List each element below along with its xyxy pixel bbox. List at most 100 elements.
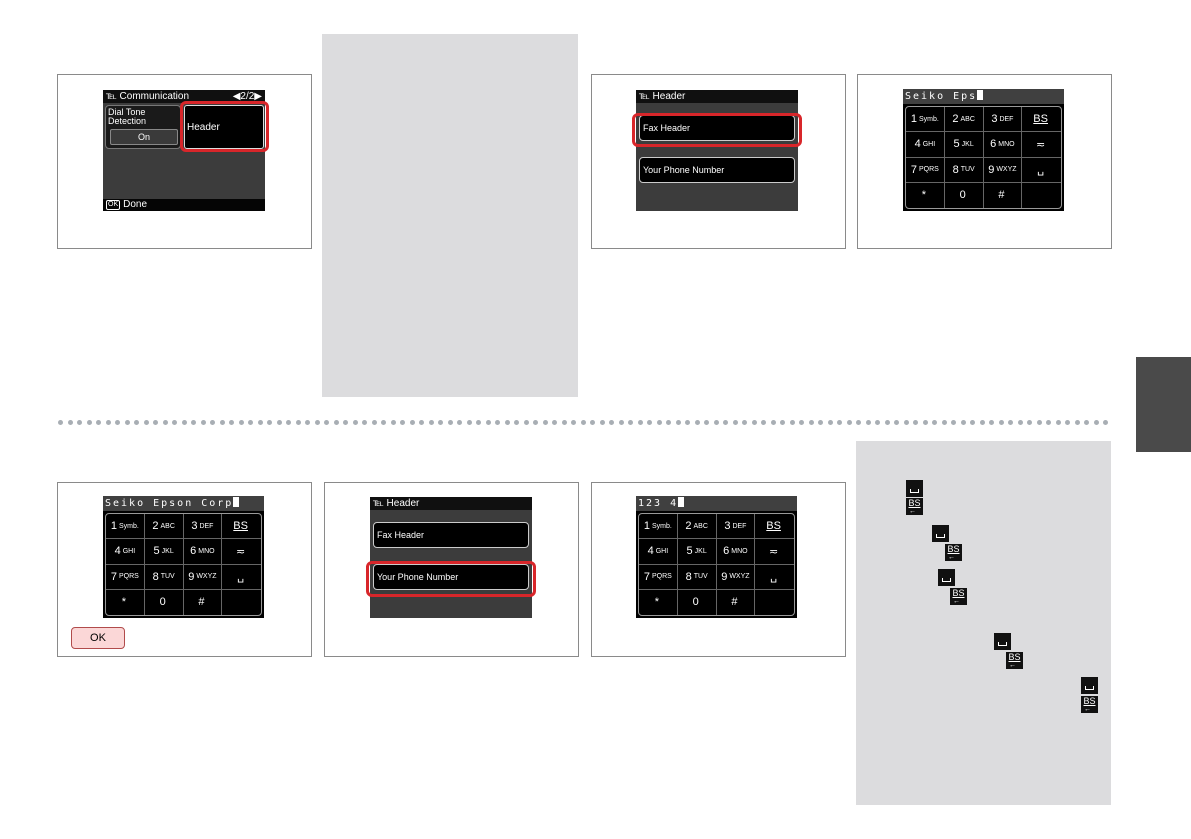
divider-dot bbox=[618, 420, 624, 425]
key-number: 4 bbox=[647, 545, 654, 558]
divider-dot bbox=[599, 420, 605, 425]
divider-dot bbox=[1074, 420, 1080, 425]
text-entry-field[interactable]: 123 4 bbox=[636, 496, 797, 511]
key-number: ≂ bbox=[769, 545, 779, 558]
key-number: 2 bbox=[952, 113, 959, 126]
keypad-key[interactable]: ≂ bbox=[1022, 132, 1061, 158]
keypad-key[interactable]: ␣ bbox=[755, 565, 794, 590]
divider-dot bbox=[723, 420, 728, 425]
keypad-key[interactable]: BS bbox=[222, 514, 261, 540]
divider-dot bbox=[846, 420, 852, 425]
header-option[interactable]: Header bbox=[184, 105, 264, 149]
key-letters: DEF bbox=[199, 522, 214, 530]
divider-dot bbox=[1027, 420, 1032, 425]
key-letters: ABC bbox=[960, 115, 975, 123]
divider-dot bbox=[229, 420, 234, 425]
your-phone-number-item[interactable]: Your Phone Number bbox=[373, 564, 529, 590]
keypad-key[interactable] bbox=[755, 590, 794, 615]
divider-dot bbox=[875, 420, 880, 425]
keypad-key[interactable]: # bbox=[984, 182, 1023, 208]
keypad-key[interactable]: 0 bbox=[145, 589, 184, 615]
keypad-key[interactable]: 0 bbox=[945, 182, 984, 208]
divider-dot bbox=[438, 420, 443, 425]
key-number: 3 bbox=[191, 520, 198, 533]
divider-dot bbox=[799, 420, 804, 425]
key-number: ␣ bbox=[770, 571, 778, 584]
keypad-key[interactable]: ≂ bbox=[222, 539, 261, 565]
divider-dot bbox=[105, 420, 111, 425]
dial-tone-detection-tile[interactable]: Dial Tone Detection On bbox=[105, 105, 181, 149]
keypad-key[interactable] bbox=[222, 590, 261, 615]
keypad-key[interactable]: ␣ bbox=[1022, 158, 1061, 183]
key-number: # bbox=[998, 189, 1005, 202]
divider-dot bbox=[1017, 420, 1023, 425]
keypad-key[interactable]: ␣ bbox=[222, 565, 261, 590]
keypad-key[interactable]: ≂ bbox=[755, 539, 794, 565]
keypad-key[interactable]: * bbox=[906, 182, 945, 208]
key-letters: MNO bbox=[998, 140, 1015, 148]
key-letters: MNO bbox=[731, 547, 748, 555]
keypad-key[interactable]: BS bbox=[1022, 107, 1061, 133]
keypad-key[interactable]: 0 bbox=[678, 589, 717, 615]
text-entry-field[interactable]: Seiko Epson Corp bbox=[103, 496, 264, 511]
key-number: 7 bbox=[110, 570, 118, 583]
divider-dot bbox=[542, 420, 548, 425]
divider-dot bbox=[485, 420, 491, 425]
key-number: * bbox=[654, 596, 660, 609]
cursor bbox=[678, 497, 685, 507]
keypad-key[interactable]: * bbox=[106, 589, 145, 615]
key-number: 2 bbox=[685, 520, 692, 533]
key-letters: PQRS bbox=[119, 573, 139, 581]
fax-icon: ℡ bbox=[639, 91, 650, 102]
your-phone-number-item[interactable]: Your Phone Number bbox=[639, 157, 795, 183]
keypad-key[interactable]: BS bbox=[755, 514, 794, 540]
section-tab bbox=[1136, 357, 1191, 452]
keypad-key[interactable]: # bbox=[717, 589, 756, 615]
key-letters: WXYZ bbox=[196, 573, 217, 581]
key-number: * bbox=[121, 596, 127, 609]
keypad-key[interactable]: * bbox=[639, 589, 678, 615]
text-entry-field[interactable]: Seiko Eps bbox=[903, 89, 1064, 104]
fax-header-item[interactable]: Fax Header bbox=[373, 522, 529, 548]
divider-dot bbox=[951, 420, 956, 425]
keypad-key[interactable] bbox=[1022, 183, 1061, 208]
divider-dot bbox=[808, 420, 814, 425]
space-icon bbox=[938, 569, 955, 586]
divider-dot bbox=[932, 420, 937, 425]
ok-button[interactable]: OK bbox=[71, 627, 125, 649]
divider-dot bbox=[238, 420, 244, 425]
page-indicator[interactable]: ◀2/2▶ bbox=[232, 91, 262, 102]
key-number: 5 bbox=[153, 545, 160, 558]
key-number: BS bbox=[766, 520, 781, 533]
keypad-key[interactable]: # bbox=[184, 589, 223, 615]
fax-header-item[interactable]: Fax Header bbox=[639, 115, 795, 141]
